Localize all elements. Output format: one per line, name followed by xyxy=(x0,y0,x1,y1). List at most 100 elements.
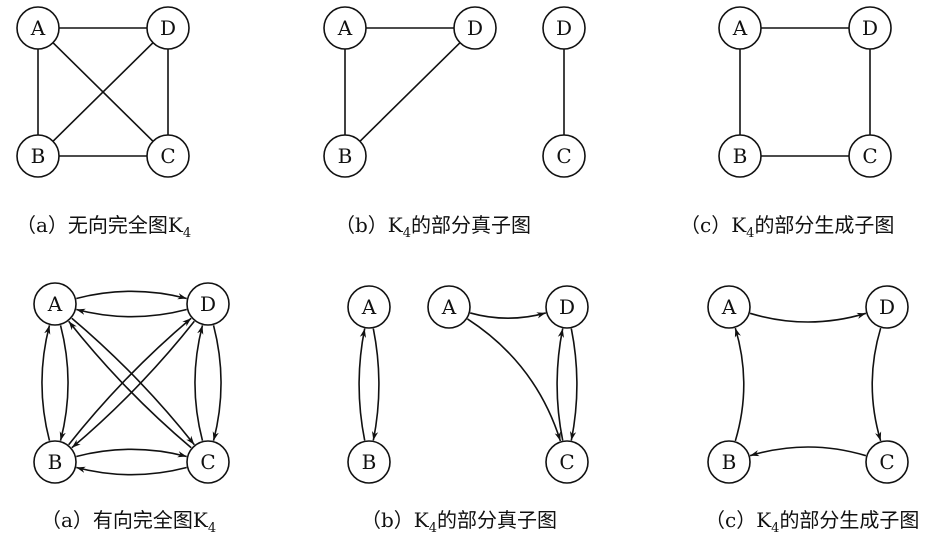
node-label: A xyxy=(721,295,737,319)
arc-C-to-A xyxy=(68,320,192,449)
arc-A2-to-C xyxy=(467,318,562,442)
node-circle xyxy=(347,285,391,329)
node-B: B xyxy=(707,440,751,484)
node-label: C xyxy=(862,144,877,168)
node-label: D xyxy=(160,16,176,40)
node-B: B xyxy=(718,134,762,178)
node-circle xyxy=(323,6,367,50)
node-label: A xyxy=(441,295,457,319)
node-B: B xyxy=(323,134,367,178)
node-circle xyxy=(718,6,762,50)
node-circle xyxy=(186,440,230,484)
node-circle xyxy=(146,6,190,50)
node-label: D xyxy=(862,16,878,40)
arc-C-to-B xyxy=(749,446,867,457)
node-D2: D xyxy=(542,6,586,50)
node-label: D xyxy=(559,295,575,319)
node-label: C xyxy=(556,144,571,168)
arc-D-to-C xyxy=(569,328,578,441)
arc-D-to-A xyxy=(76,308,187,318)
captions-layer: （a）无向完全图K4 （b）K4的部分真子图 （c）K4的部分生成子图 （a）有向完全… xyxy=(16,213,919,536)
node-label: C xyxy=(879,450,894,474)
node-circle xyxy=(16,6,60,50)
node-label: B xyxy=(48,450,63,474)
node-label: D xyxy=(879,295,895,319)
node-label: D xyxy=(200,292,216,316)
edges-layer xyxy=(37,27,882,476)
node-circle xyxy=(848,134,892,178)
node-D1: D xyxy=(453,6,497,50)
arc-A2-to-D xyxy=(469,312,547,319)
arc-A-to-B xyxy=(59,325,69,441)
node-circle xyxy=(16,134,60,178)
edge-B-D1 xyxy=(359,42,461,142)
node-label: D xyxy=(556,16,572,40)
node-C: C xyxy=(545,440,589,484)
node-C: C xyxy=(848,134,892,178)
caption-undirected-b: （b）K4的部分真子图 xyxy=(335,213,531,241)
node-label: B xyxy=(31,144,46,168)
node-label: C xyxy=(559,450,574,474)
node-circle xyxy=(33,282,77,326)
node-circle xyxy=(865,285,909,329)
node-circle xyxy=(542,134,586,178)
node-label: D xyxy=(467,16,483,40)
node-C: C xyxy=(542,134,586,178)
node-D: D xyxy=(545,285,589,329)
arc-A-to-D xyxy=(749,312,867,323)
node-A: A xyxy=(16,6,60,50)
arc-A1-to-B xyxy=(371,328,380,441)
node-circle xyxy=(865,440,909,484)
caption-directed-c: （c）K4的部分生成子图 xyxy=(705,508,919,536)
node-circle xyxy=(707,285,751,329)
arc-D-to-B xyxy=(71,320,195,449)
node-circle xyxy=(848,6,892,50)
node-circle xyxy=(542,6,586,50)
arc-C-to-D xyxy=(556,328,565,441)
node-circle xyxy=(707,440,751,484)
arc-B-to-C xyxy=(76,448,187,458)
node-label: A xyxy=(30,16,46,40)
caption-directed-a: （a）有向完全图K4 xyxy=(41,508,216,536)
node-A1: A xyxy=(347,285,391,329)
edge-D-B xyxy=(52,42,154,142)
node-D: D xyxy=(865,285,909,329)
node-circle xyxy=(427,285,471,329)
node-circle xyxy=(453,6,497,50)
node-circle xyxy=(718,134,762,178)
node-label: A xyxy=(361,295,377,319)
arc-B-to-D xyxy=(68,317,192,446)
node-C: C xyxy=(146,134,190,178)
caption-undirected-a: （a）无向完全图K4 xyxy=(16,213,191,241)
node-C: C xyxy=(865,440,909,484)
arc-D-to-C xyxy=(871,327,882,442)
node-circle xyxy=(347,440,391,484)
node-circle xyxy=(186,282,230,326)
node-label: A xyxy=(337,16,353,40)
node-A: A xyxy=(707,285,751,329)
arc-C-to-D xyxy=(194,325,204,441)
node-A: A xyxy=(33,282,77,326)
node-circle xyxy=(146,134,190,178)
arc-B-to-A xyxy=(734,327,745,442)
arc-D-to-C xyxy=(212,325,222,441)
node-A: A xyxy=(323,6,367,50)
arc-B-to-A xyxy=(41,325,51,441)
node-label: B xyxy=(722,450,737,474)
arc-A-to-D xyxy=(76,290,187,300)
node-A2: A xyxy=(427,285,471,329)
node-label: C xyxy=(160,144,175,168)
arc-B-to-A1 xyxy=(358,328,367,441)
node-label: B xyxy=(733,144,748,168)
node-circle xyxy=(33,440,77,484)
node-B: B xyxy=(33,440,77,484)
node-B: B xyxy=(16,134,60,178)
node-circle xyxy=(545,440,589,484)
node-label: C xyxy=(200,450,215,474)
node-A: A xyxy=(718,6,762,50)
node-B: B xyxy=(347,440,391,484)
node-label: A xyxy=(732,16,748,40)
node-D: D xyxy=(146,6,190,50)
caption-undirected-c: （c）K4的部分生成子图 xyxy=(680,213,894,241)
